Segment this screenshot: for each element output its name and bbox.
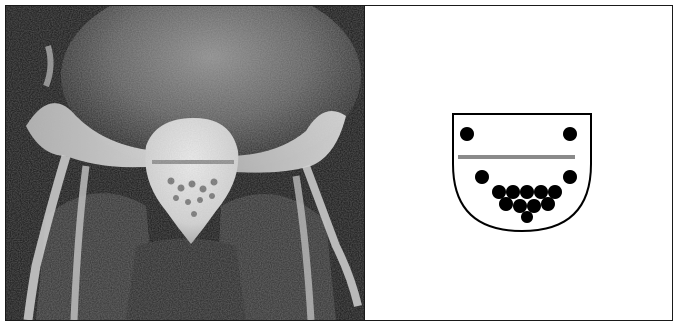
mri-image	[6, 6, 364, 320]
lower-left-dot	[475, 170, 489, 184]
schematic-panel	[364, 6, 672, 320]
lower-right-dot	[563, 170, 577, 184]
mri-panel	[6, 6, 364, 320]
figure-frame	[5, 5, 673, 321]
mri-noise	[6, 6, 364, 320]
upper-left-dot	[460, 127, 474, 141]
upper-right-dot	[563, 127, 577, 141]
schematic-diagram	[365, 6, 671, 320]
